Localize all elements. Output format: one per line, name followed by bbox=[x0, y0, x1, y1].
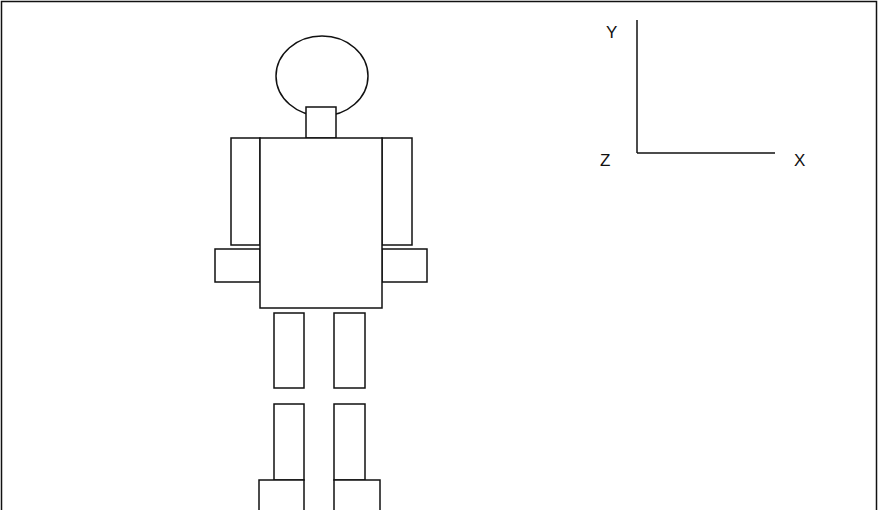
forearm bbox=[215, 249, 260, 282]
foot bbox=[259, 480, 304, 510]
upper-arm bbox=[231, 138, 260, 245]
foot bbox=[334, 480, 380, 510]
axis-label: Z bbox=[600, 152, 610, 169]
neck bbox=[306, 107, 336, 138]
torso bbox=[260, 138, 382, 308]
upper-leg bbox=[334, 313, 365, 388]
lower-leg bbox=[274, 404, 304, 480]
axis-label: Y bbox=[606, 24, 617, 41]
x-axis bbox=[637, 152, 775, 154]
lower-leg bbox=[334, 404, 365, 480]
axis-label: X bbox=[794, 152, 805, 169]
upper-arm bbox=[382, 138, 412, 245]
head bbox=[276, 36, 368, 116]
upper-leg bbox=[274, 313, 304, 388]
y-axis bbox=[636, 20, 638, 153]
forearm bbox=[382, 249, 427, 282]
